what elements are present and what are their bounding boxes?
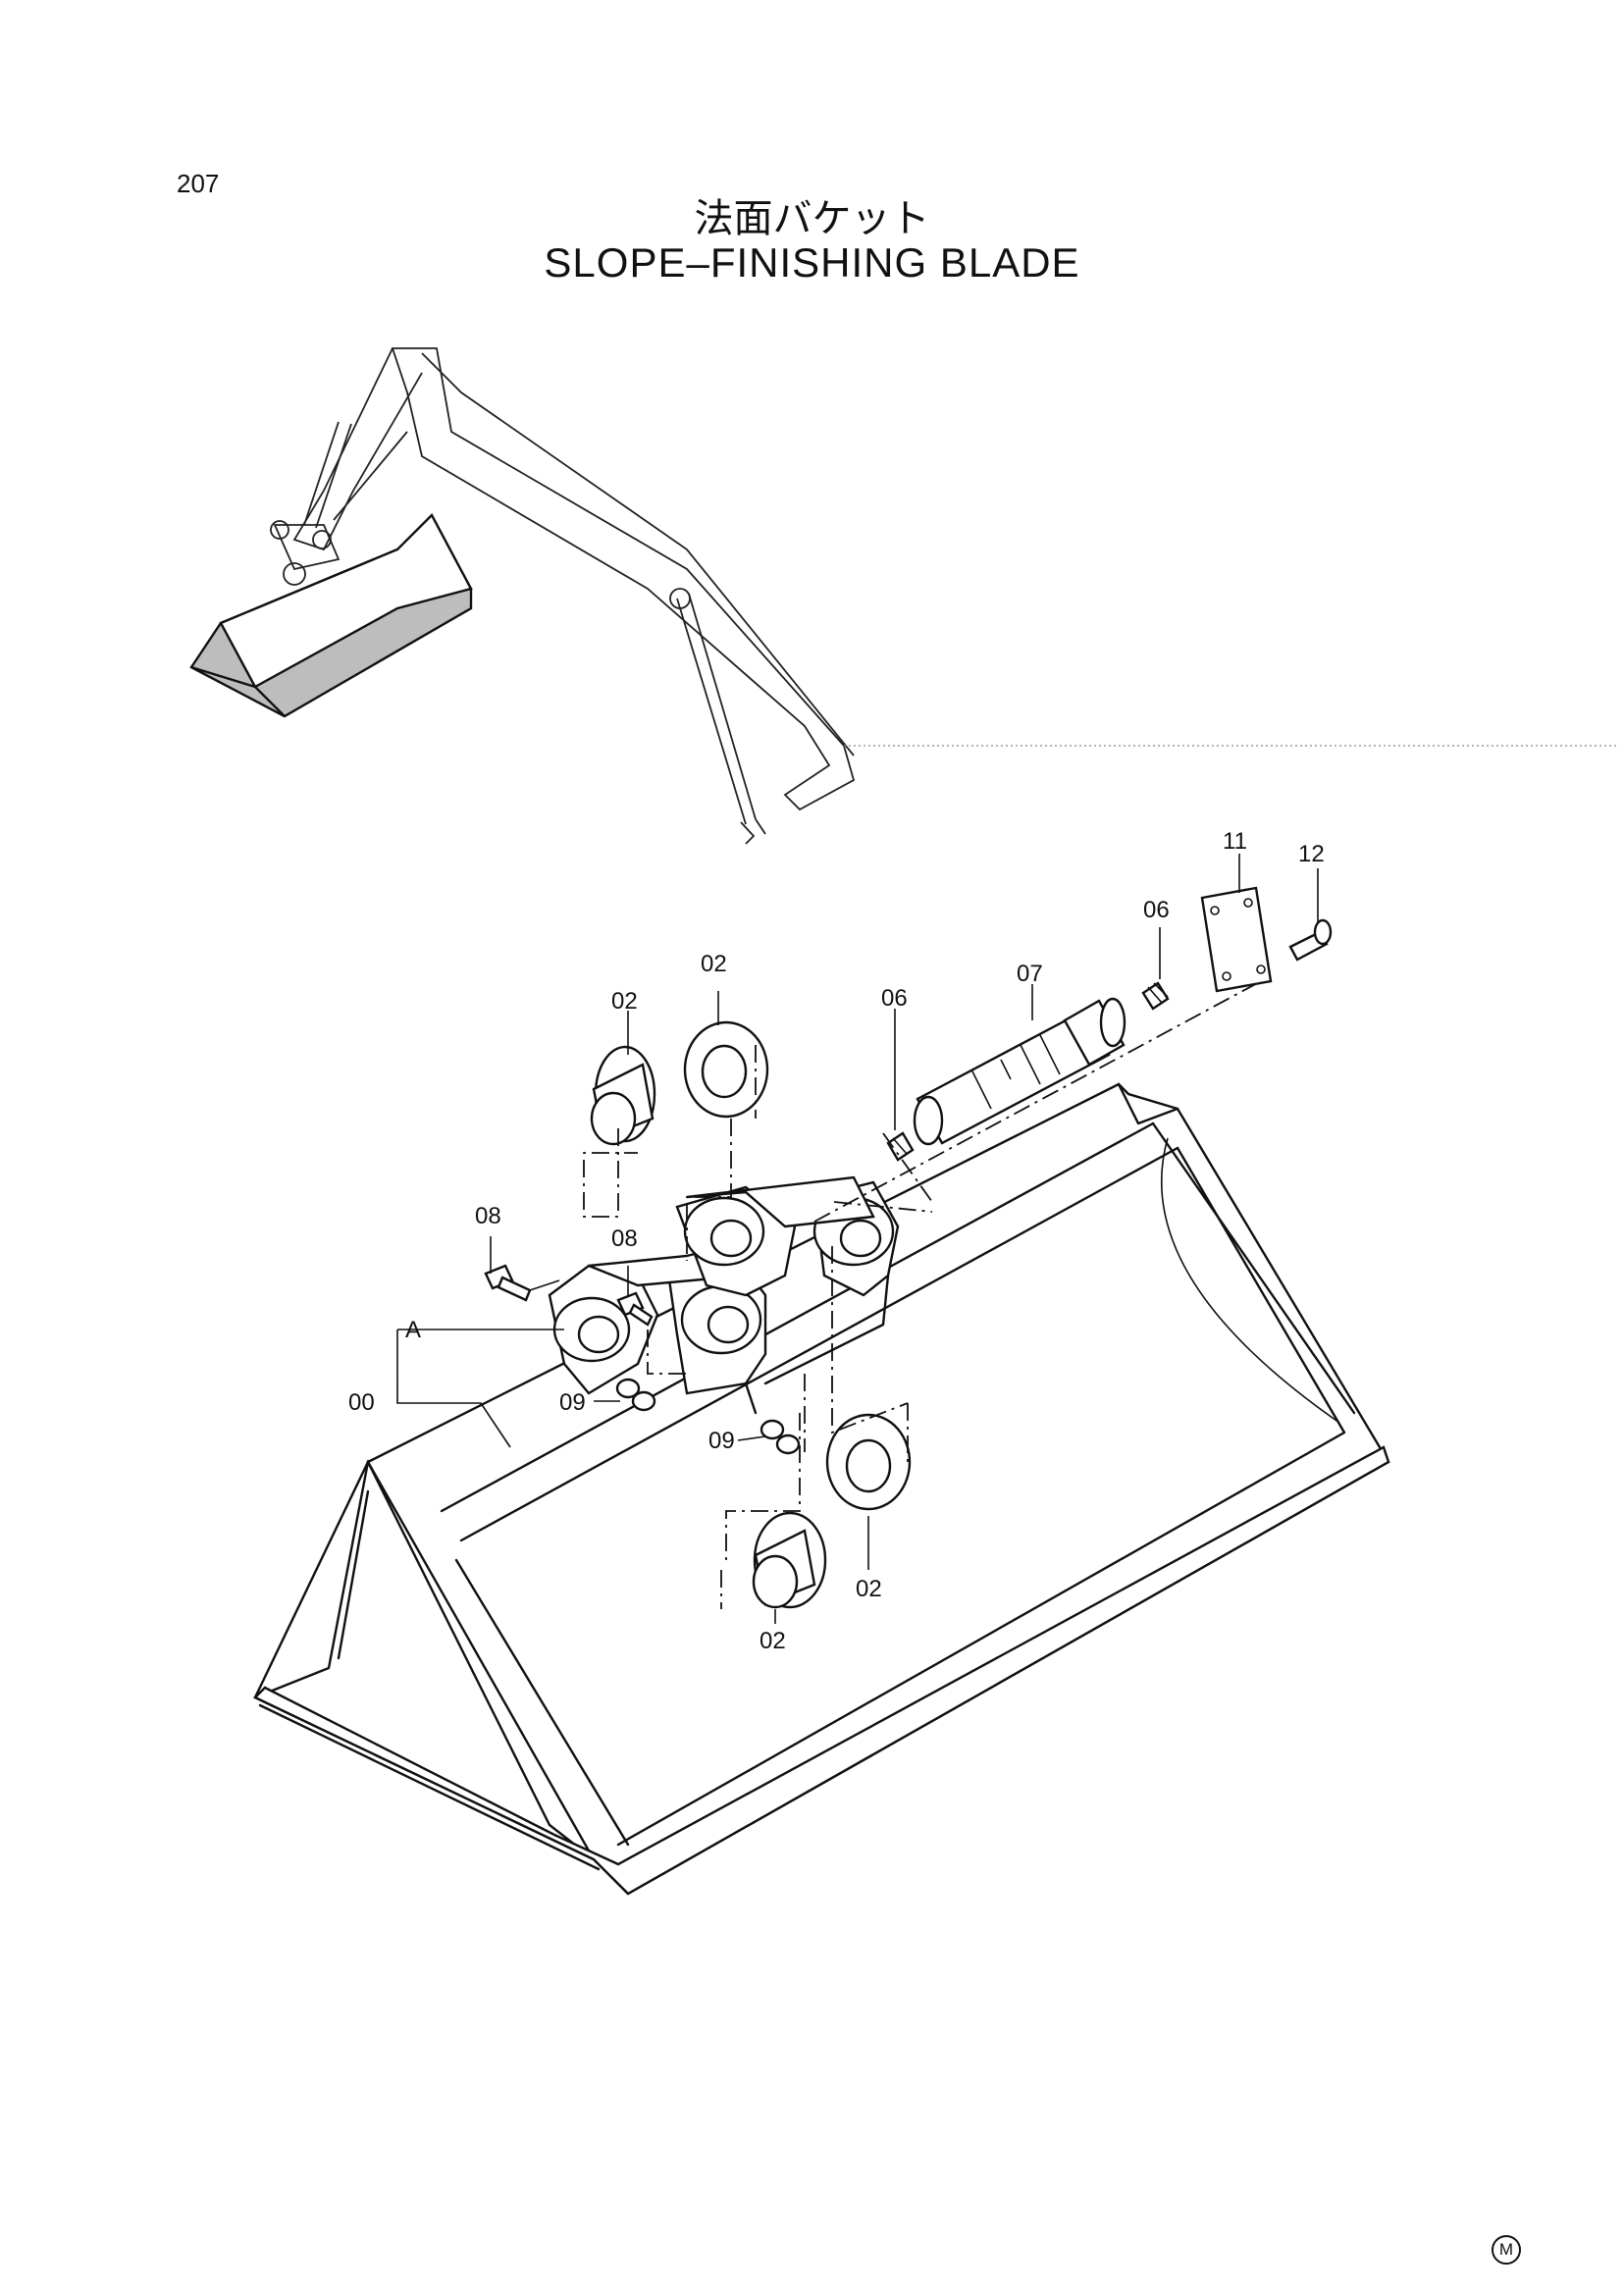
excavator-arm <box>292 347 423 551</box>
callout-11: 11 <box>1223 828 1247 855</box>
callout-02-d: 02 <box>856 1576 882 1602</box>
m-circle-mark: M <box>1492 2235 1521 2265</box>
bolt-08-right <box>616 1291 654 1327</box>
assembly-guides <box>583 1045 933 1609</box>
callout-07: 07 <box>1017 961 1043 987</box>
bolt-08-left <box>484 1264 532 1302</box>
callout-02-b: 02 <box>701 951 727 977</box>
title-japanese: 法面バケット <box>694 196 930 241</box>
grease-fitting-06-upper <box>1141 981 1170 1011</box>
callout-06-a: 06 <box>881 985 908 1012</box>
callout-02-a: 02 <box>611 988 638 1015</box>
boom-cylinder <box>676 593 757 825</box>
callout-09-b: 09 <box>708 1428 735 1454</box>
callout-08-b: 08 <box>611 1225 638 1252</box>
pin-07 <box>913 997 1126 1146</box>
grease-fitting-06-lower <box>886 1131 915 1162</box>
arm-cylinder <box>303 421 352 529</box>
callout-labels: 00 A 02 02 02 02 06 06 07 08 08 09 09 11… <box>348 828 1325 1654</box>
callout-12: 12 <box>1298 841 1325 867</box>
callout-06-b: 06 <box>1143 897 1170 923</box>
bushing-02-upper-right <box>683 1020 769 1119</box>
callout-A: A <box>405 1317 421 1343</box>
page-number: 207 <box>177 169 220 198</box>
excavator-boom <box>391 347 856 811</box>
bushing-02-lower-right <box>825 1413 912 1511</box>
bolt-12 <box>1288 918 1333 962</box>
nut-09-left <box>615 1378 656 1412</box>
callout-00: 00 <box>348 1389 375 1416</box>
bushing-02-lower-left <box>752 1511 827 1609</box>
callout-08-a: 08 <box>475 1203 501 1229</box>
pin-centerline <box>813 980 1262 1223</box>
title-english: SLOPE–FINISHING BLADE <box>544 239 1080 286</box>
callout-02-c: 02 <box>760 1628 786 1654</box>
callout-09-a: 09 <box>559 1389 586 1416</box>
bushing-02-upper-left <box>590 1045 656 1146</box>
excavator-overview <box>189 347 856 845</box>
plate-11 <box>1200 886 1273 993</box>
nut-09-right <box>760 1419 801 1455</box>
leader-lines <box>396 854 1319 1624</box>
